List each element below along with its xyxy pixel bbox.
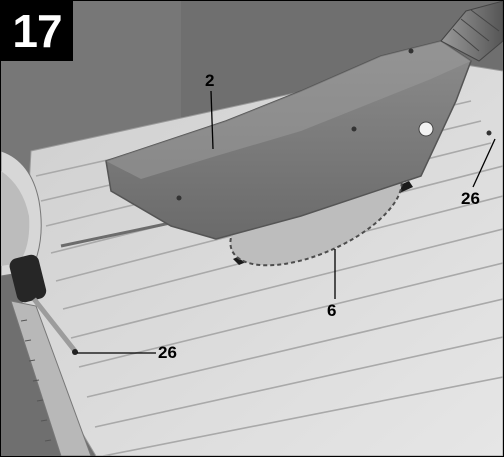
- callout-2-guard: 2: [205, 71, 215, 90]
- callout-26-right-screw: 26: [461, 189, 480, 208]
- guard-pivot: [418, 121, 434, 137]
- leader-lines: [77, 90, 496, 354]
- guard-rivet-2: [351, 126, 357, 132]
- right-screw: [486, 130, 492, 136]
- screwdriver-shaft: [32, 297, 77, 353]
- guard-rivet-3: [408, 48, 414, 54]
- fence-scale: [20, 319, 52, 442]
- hose-ribs: [452, 9, 500, 52]
- hand-shadow: [1, 171, 30, 266]
- blade-guard-top: [106, 41, 471, 179]
- figure-number-badge: 17: [1, 1, 73, 61]
- screwdriver-handle: [9, 254, 47, 303]
- callout-6-table-top: 6: [327, 301, 337, 320]
- left-screw: [72, 349, 78, 355]
- callout-26-left-screw: 26: [158, 343, 177, 362]
- rip-fence: [10, 300, 92, 456]
- dust-hose: [440, 1, 503, 62]
- guard-rivet-1: [176, 195, 182, 201]
